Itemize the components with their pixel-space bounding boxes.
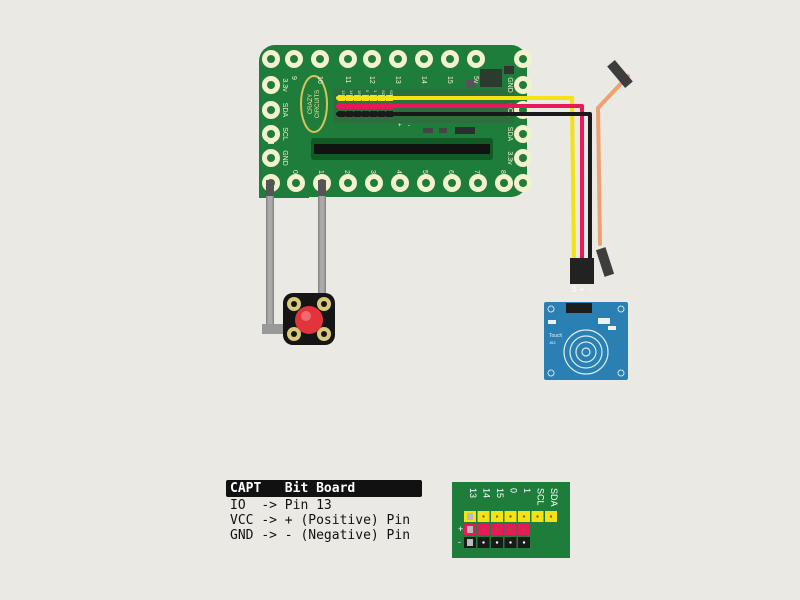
sensor-chip-sub: J63 (549, 340, 556, 345)
bottom-pad-label: 2 (343, 170, 350, 174)
legend-right: - (Negative) Pin (284, 528, 411, 543)
legend-row-gnd: GND -> - (Negative) Pin (226, 528, 422, 543)
black-wire (336, 112, 592, 264)
red-wire (336, 104, 584, 264)
legend-row-io: IO -> Pin 13 (226, 498, 422, 513)
right-side-label: 3.3v (506, 151, 513, 165)
header-pin-label: 14 (349, 90, 354, 95)
crazy-circuits-logo: CRAZY CIRCUITS (300, 75, 328, 133)
header-pin-label: SCL (381, 90, 386, 99)
mini-header-label: 15 (495, 488, 505, 498)
left-side-label: 3.3v (281, 78, 288, 92)
mini-header-label: 14 (482, 488, 492, 498)
touch-sensor: S + - Touch J63 (544, 285, 628, 380)
touch-pad (563, 329, 609, 375)
sensor-pin-minus: - (589, 285, 592, 294)
header-pin-label: 13 (341, 90, 346, 95)
orange-wire (596, 74, 630, 246)
bottom-pad-label: 1 (317, 170, 324, 174)
button-wires (262, 186, 326, 334)
left-side-label: GND (281, 150, 288, 166)
mini-header-label: 1 (522, 488, 532, 493)
header-pin-label: 1 (373, 90, 378, 93)
legend-arrow: -> (261, 513, 277, 528)
mini-mark-minus: - (458, 537, 461, 547)
bottom-pad-label: 0 (291, 170, 298, 174)
bottom-pad-label: 3 (369, 170, 376, 174)
left-side-label: SDA (281, 103, 288, 118)
left-side-label: SCL (281, 127, 288, 141)
mini-header-label: 0 (509, 488, 519, 493)
mini-header-label: 13 (468, 488, 478, 498)
top-pad-label: 5v (472, 76, 479, 84)
push-button-module (283, 293, 335, 345)
right-side-label: SDA (506, 127, 513, 142)
svg-text:CRAZY: CRAZY (308, 94, 314, 114)
bottom-pad-label: 5 (421, 170, 428, 174)
top-pad-label: 10 (316, 76, 323, 84)
bottom-pad-label: 7 (473, 170, 480, 174)
wire-connectors (570, 60, 633, 284)
right-side-label: GND (506, 77, 513, 93)
board-chip (480, 69, 502, 87)
top-pad-label: 9 (290, 76, 297, 80)
mini-mark-plus: + (458, 524, 463, 534)
legend-row-vcc: VCC -> + (Positive) Pin (226, 513, 422, 528)
legend-left: GND (230, 528, 254, 543)
legend-arrow: -> (261, 498, 277, 513)
top-pad-label: 11 (344, 76, 351, 83)
sensor-pin-plus: + (580, 285, 585, 294)
bottom-pad-label: 4 (395, 170, 402, 174)
header-pin-label: SDA (389, 90, 394, 99)
legend-left: IO (230, 498, 246, 513)
legend-header: CAPT Bit Board (226, 480, 422, 497)
header-pin-label: 0 (365, 90, 370, 93)
legend-header-col1: CAPT (230, 481, 262, 496)
mini-header-label: SDA (549, 488, 559, 507)
legend-left: VCC (230, 513, 254, 528)
right-side-label: SCL (506, 103, 513, 117)
bottom-pad-label: 8 (499, 170, 506, 174)
mini-header-label: SCL (536, 488, 546, 506)
top-pad-label: 15 (446, 76, 453, 84)
sensor-wires (336, 74, 630, 264)
legend-right: Pin 13 (284, 498, 332, 513)
sensor-pin-s: S (571, 285, 576, 294)
bottom-pad-label: 6 (447, 170, 454, 174)
header-mark-minus: - (408, 123, 410, 129)
sensor-chip-label: Touch (549, 333, 563, 339)
pin-legend: CAPT Bit Board IO -> Pin 13 VCC -> + (Po… (226, 480, 422, 543)
svg-text:CIRCUITS: CIRCUITS (315, 90, 321, 118)
legend-header-col2: Bit Board (284, 481, 356, 496)
top-pad-label: 12 (368, 76, 375, 84)
header-pin-label: 15 (357, 90, 362, 95)
legend-arrow: -> (261, 528, 277, 543)
top-pad-label: 13 (394, 76, 401, 84)
header-mark-plus: + (398, 123, 402, 129)
top-pad-label: 14 (420, 76, 427, 84)
yellow-wire (336, 96, 576, 264)
legend-right: + (Positive) Pin (284, 513, 411, 528)
